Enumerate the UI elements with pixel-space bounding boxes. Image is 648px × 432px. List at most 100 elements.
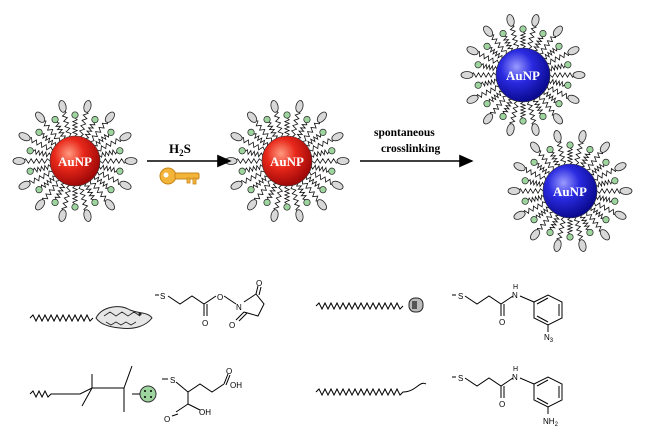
ligand-head-bulky xyxy=(18,132,31,142)
key-icon xyxy=(159,167,200,185)
ligand-chain xyxy=(470,71,497,79)
ligand-chain xyxy=(596,178,613,188)
ligand-chain xyxy=(595,194,613,204)
ligand-head-bulky xyxy=(270,209,279,222)
ligand-head-green xyxy=(328,167,336,175)
ligand-head-bulky xyxy=(83,100,92,113)
ligand-chain xyxy=(83,183,96,201)
ligand-chain xyxy=(254,180,272,202)
amine-group: NH2 xyxy=(543,417,559,428)
ligand-chain xyxy=(566,217,574,235)
ligand-head-green xyxy=(51,116,59,124)
ligand-chain xyxy=(533,36,544,52)
ligand-head-green xyxy=(555,100,563,108)
ligand-head-bulky xyxy=(270,100,279,113)
ligand-head-green xyxy=(107,186,115,194)
ligand-head-bulky xyxy=(58,209,67,222)
ligand-head-green xyxy=(546,146,554,154)
ligand-chain xyxy=(54,121,67,139)
ligand-head-green xyxy=(499,112,507,120)
ligand-head-green xyxy=(586,146,594,154)
ligand-head-bulky xyxy=(83,209,92,222)
ligand-head-bulky xyxy=(247,199,258,211)
ligand-head-bulky xyxy=(119,180,132,190)
ligand-head-green xyxy=(602,216,610,224)
nanoparticle-start: AuNP xyxy=(12,100,138,222)
ligand-head-green xyxy=(564,61,572,69)
ligand-head-bulky xyxy=(35,199,46,211)
ligand-head-green xyxy=(566,141,574,149)
crosslinking-label: crosslinking xyxy=(381,143,440,155)
ligand-head-bulky xyxy=(483,25,494,37)
ligand-chain xyxy=(527,194,544,204)
legend-azide-linker-ligand xyxy=(29,306,153,329)
ligand-head-green xyxy=(611,197,619,205)
ligand-chain xyxy=(596,187,623,195)
legend-thiol-branched-ligand xyxy=(29,365,157,412)
ligand-chain xyxy=(556,139,567,165)
ligand-chain xyxy=(591,163,605,176)
acid-hydroxyl-2: OH xyxy=(199,408,211,417)
ligand-chain xyxy=(522,201,546,215)
ligand-head-bulky xyxy=(513,162,526,172)
legend-aniline-structure: S O N H NH2 xyxy=(452,366,563,428)
ligand-chain xyxy=(502,35,514,51)
ligand-chain xyxy=(42,180,60,202)
ligand-chain xyxy=(309,171,334,185)
ligand-head-green xyxy=(319,186,327,194)
ligand-head-bulky xyxy=(104,199,115,211)
ligand-head-bulky xyxy=(599,229,610,241)
ligand-head-bulky xyxy=(104,111,115,123)
ligand-head-green xyxy=(611,177,619,185)
ligand-chain xyxy=(302,180,320,203)
ligand-head-green xyxy=(564,81,572,89)
ligand-head-green xyxy=(539,112,547,120)
gold-core xyxy=(261,135,313,187)
ligand-head-green xyxy=(26,147,34,155)
ligand-chain xyxy=(41,133,56,146)
ligand-head-bulky xyxy=(316,199,327,211)
ligand-head-bulky xyxy=(483,113,494,125)
ligand-chain xyxy=(546,86,570,99)
ligand-chain xyxy=(311,164,330,174)
acid-oxygen-1: O xyxy=(226,367,232,376)
ligand-head-green xyxy=(474,61,482,69)
ligand-chain xyxy=(488,90,502,103)
ligand-chain xyxy=(254,119,272,142)
ligand-chain xyxy=(519,31,527,49)
ligand-head-bulky xyxy=(513,210,526,220)
legend-succinic-acid-structure: S O OH O OH xyxy=(162,367,242,424)
ligand-chain xyxy=(32,148,51,158)
ligand-chain xyxy=(502,98,513,114)
ligand-head-green xyxy=(483,100,491,108)
ligand-head-green xyxy=(483,42,491,50)
ligand-head-bulky xyxy=(578,130,587,143)
ligand-head-green xyxy=(519,117,527,125)
ligand-head-bulky xyxy=(506,123,515,136)
ligand-chain xyxy=(543,91,557,104)
ligand-chain xyxy=(480,62,498,72)
aunp-label: AuNP xyxy=(270,154,304,169)
ligand-head-green xyxy=(247,128,255,136)
ligand-head-green xyxy=(283,203,291,211)
ligand-chain xyxy=(54,183,66,200)
ligand-head-bulky xyxy=(553,130,562,143)
ligand-chain xyxy=(309,138,335,152)
ligand-chain xyxy=(234,158,263,164)
legend-thioether-ligand xyxy=(315,382,427,397)
legend-nhs-ester-structure: S O O N O O xyxy=(155,279,265,330)
ligand-head-bulky xyxy=(507,187,521,195)
ligand-chain xyxy=(71,117,79,137)
ligand-chain xyxy=(295,183,308,201)
ligand-chain xyxy=(32,164,51,173)
ligand-head-green xyxy=(71,203,79,211)
ligand-chain xyxy=(296,122,308,139)
ligand-head-bulky xyxy=(295,100,304,113)
ligand-head-green xyxy=(555,42,563,50)
ligand-chain xyxy=(579,215,591,231)
ligand-head-green xyxy=(521,177,529,185)
ligand-chain xyxy=(509,100,519,126)
ligand-chain xyxy=(78,185,89,213)
crosslinking-step: spontaneous crosslinking xyxy=(360,127,474,168)
capped-bulky-group-icon xyxy=(95,306,153,329)
